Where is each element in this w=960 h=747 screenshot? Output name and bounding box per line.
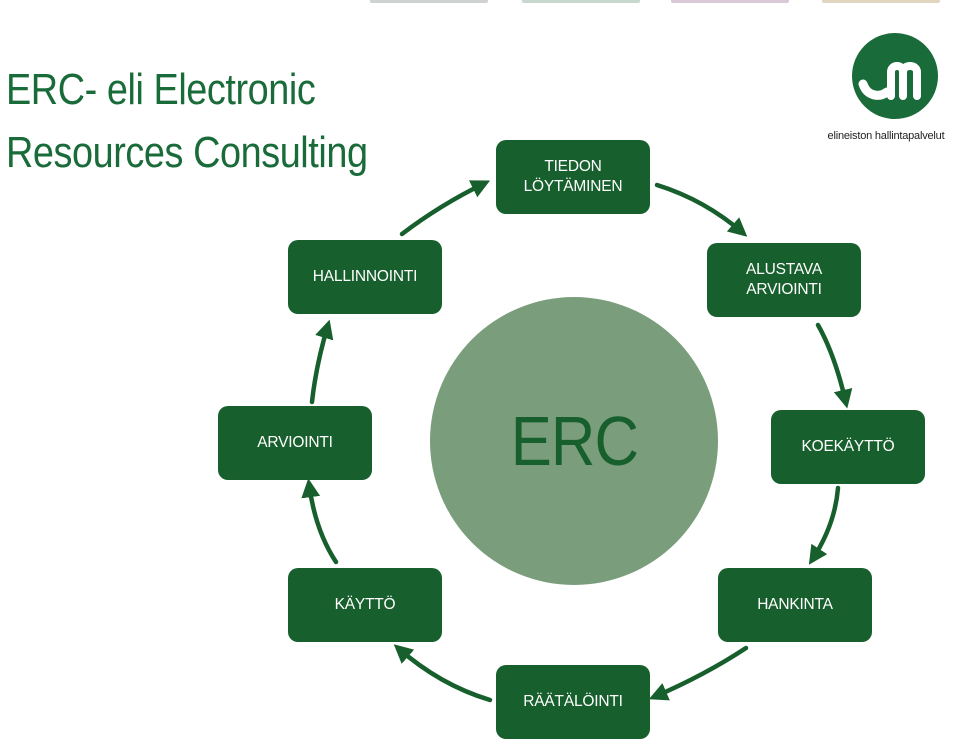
step-kaytto: KÄYTTÖ — [288, 568, 442, 642]
step-alustava-arviointi: ALUSTAVA ARVIOINTI — [707, 243, 861, 317]
step-3-label: KOEKÄYTTÖ — [801, 438, 895, 455]
arrow-8 — [399, 180, 491, 237]
step-4-label: HANKINTA — [757, 596, 833, 613]
top-strip-2 — [522, 0, 640, 3]
arrow-2 — [815, 322, 853, 409]
step-8-label: HALLINNOINTI — [312, 268, 418, 285]
step-1-line-1: TIEDON — [544, 158, 602, 175]
arrow-1 — [654, 182, 748, 237]
lm-logo-icon — [852, 33, 938, 119]
step-hallinnointi: HALLINNOINTI — [288, 240, 442, 314]
step-arviointi: ARVIOINTI — [218, 406, 372, 480]
page-title: ERC- eli Electronic Resources Consulting — [6, 58, 368, 184]
step-6-label: KÄYTTÖ — [334, 596, 396, 613]
center-label: ERC — [510, 402, 638, 480]
step-2-line-1: ALUSTAVA — [746, 261, 822, 278]
top-strip-4 — [822, 0, 940, 3]
logo: elineiston hallintapalvelut — [815, 30, 957, 150]
center-circle: ERC — [430, 297, 718, 585]
top-strip-1 — [370, 0, 488, 3]
step-7-label: ARVIOINTI — [257, 434, 333, 451]
step-koekaytto: KOEKÄYTTÖ — [771, 410, 925, 484]
arrow-6 — [301, 478, 339, 565]
top-strip-3 — [671, 0, 789, 3]
title-line-1: ERC- eli Electronic — [6, 65, 316, 114]
arrow-4 — [648, 645, 749, 701]
arrow-7 — [309, 319, 334, 405]
step-2-line-2: ARVIOINTI — [746, 281, 822, 298]
arrow-3 — [808, 485, 841, 565]
step-hankinta: HANKINTA — [718, 568, 872, 642]
step-1-line-2: LÖYTÄMINEN — [523, 178, 623, 195]
step-tiedon-loytaminen: TIEDON LÖYTÄMINEN — [496, 140, 650, 214]
step-5-label: RÄÄTÄLÖINTI — [523, 693, 623, 710]
step-raatalointi: RÄÄTÄLÖINTI — [496, 665, 650, 739]
logo-caption: elineiston hallintapalvelut — [827, 130, 945, 142]
arrow-5 — [393, 644, 493, 703]
title-line-2: Resources Consulting — [6, 128, 368, 177]
